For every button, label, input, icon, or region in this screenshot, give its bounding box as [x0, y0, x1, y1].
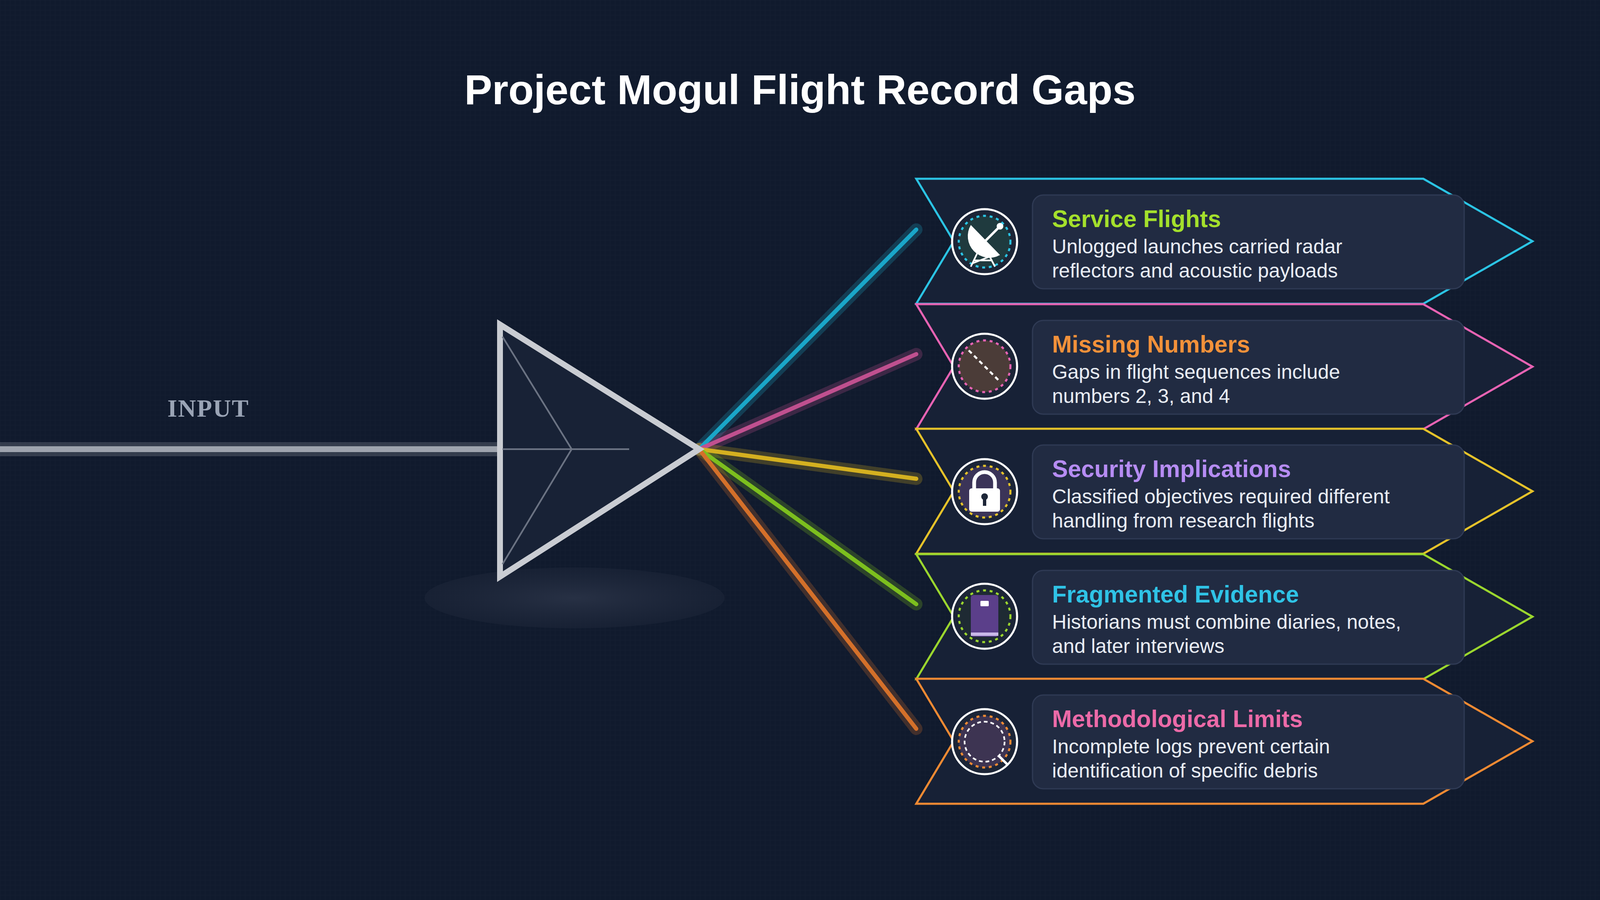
ray-glow — [699, 449, 917, 605]
prism-facet — [502, 448, 630, 450]
banner-text: Fragmented EvidenceHistorians must combi… — [1052, 580, 1415, 659]
banner-heading: Fragmented Evidence — [1052, 580, 1415, 609]
banner-body: Incomplete logs prevent certain identifi… — [1052, 734, 1415, 783]
chevron-banner: Methodological LimitsIncomplete logs pre… — [916, 678, 1535, 805]
banner-heading: Service Flights — [1052, 204, 1415, 233]
banner-body: Historians must combine diaries, notes, … — [1052, 610, 1415, 659]
no-number-icon — [952, 333, 1018, 399]
banner-heading: Missing Numbers — [1052, 330, 1415, 359]
prism-shadow — [424, 567, 725, 629]
padlock-icon — [952, 459, 1018, 525]
banner-heading: Security Implications — [1052, 454, 1415, 483]
ray — [699, 449, 917, 729]
input-beam — [0, 446, 505, 453]
banner-text: Methodological LimitsIncomplete logs pre… — [1052, 704, 1415, 783]
banner-shape — [916, 178, 1533, 304]
banner-shape — [916, 554, 1533, 680]
input-label: INPUT — [158, 391, 259, 425]
spectrum-rays — [699, 229, 917, 729]
chevron-banner: Service FlightsUnlogged launches carried… — [916, 178, 1535, 305]
diagram-title: Project Mogul Flight Record Gaps — [0, 60, 1600, 119]
banner-text: Missing NumbersGaps in flight sequences … — [1052, 330, 1415, 409]
banner-card — [1032, 570, 1465, 665]
dish-icon — [952, 209, 1018, 275]
ray — [699, 229, 917, 450]
banner-text: Security ImplicationsClassified objectiv… — [1052, 454, 1415, 533]
ray-glow — [699, 449, 917, 729]
chevron-banner: Security ImplicationsClassified objectiv… — [916, 428, 1535, 555]
ray-glow — [699, 354, 917, 450]
banner-body: Classified objectives required different… — [1052, 484, 1415, 533]
magnifier-icon — [952, 709, 1018, 775]
banner-card — [1032, 195, 1465, 289]
banner-card — [1032, 320, 1465, 415]
prism — [500, 324, 700, 577]
chevron-banner: Missing NumbersGaps in flight sequences … — [916, 304, 1535, 430]
ray — [699, 449, 917, 605]
chevron-banner: Fragmented EvidenceHistorians must combi… — [916, 554, 1535, 680]
ray — [699, 449, 917, 479]
banner-card — [1032, 695, 1465, 789]
banner-card — [1032, 445, 1465, 539]
input-beam-glow — [0, 442, 505, 457]
banner-shape — [916, 428, 1533, 554]
banner-shape — [916, 678, 1533, 804]
ray — [699, 354, 917, 450]
banner-heading: Methodological Limits — [1052, 704, 1415, 733]
banner-shape — [916, 304, 1533, 430]
diary-icon — [952, 583, 1018, 649]
prism-facet — [502, 336, 572, 565]
banner-text: Service FlightsUnlogged launches carried… — [1052, 204, 1415, 283]
ray-glow — [699, 449, 917, 479]
banner-body: Unlogged launches carried radar reflecto… — [1052, 234, 1415, 283]
banner-body: Gaps in flight sequences include numbers… — [1052, 360, 1415, 409]
ray-glow — [699, 229, 917, 450]
